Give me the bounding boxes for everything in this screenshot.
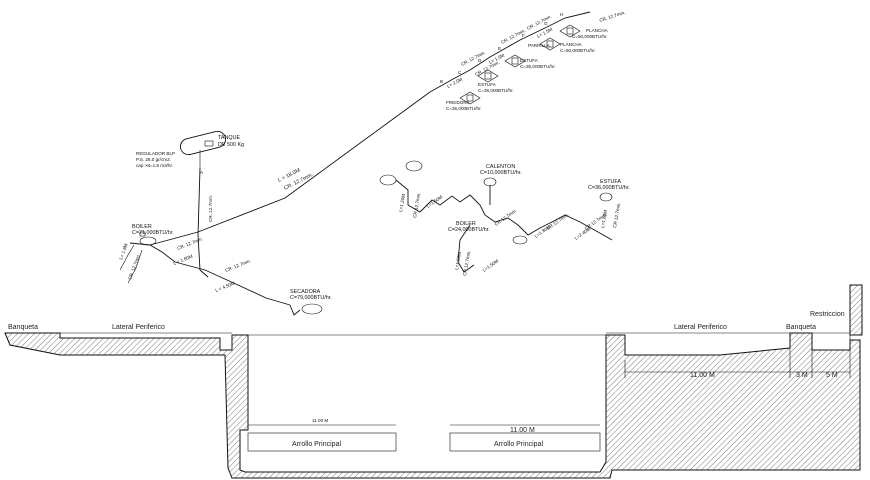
- estufa-right-label-1: ESTUFA: [600, 179, 621, 185]
- estufa-right-label-2: C=36,000BTU/hr.: [588, 185, 630, 191]
- right-length-4: L=1.50M: [482, 258, 500, 273]
- lateral-left-label: Lateral Periferico: [112, 324, 165, 331]
- left-pipe-length: L= 1.8M: [118, 243, 128, 261]
- appliance-estufa2-cap: C=36,000BTU/hr.: [520, 64, 556, 69]
- node-g: G: [544, 21, 548, 26]
- right-length-3: L=1.80M: [454, 251, 462, 270]
- right-dia-3: CR.12.7mm.: [494, 208, 518, 227]
- secadora-label-1: SECADORA: [290, 289, 321, 295]
- right-dia-2: CR.12.7mm.: [462, 250, 471, 276]
- tank-small-2-icon: [405, 160, 423, 172]
- lower-length-2: L = 4.50M: [215, 281, 236, 293]
- tank-small-1-icon: [379, 174, 397, 186]
- banqueta-left-label: Banqueta: [8, 324, 38, 331]
- dim-banqueta: 3 M: [796, 372, 808, 379]
- appliance-freidora-cap: C=36,000BTU/hr.: [446, 106, 482, 111]
- secadora-pipe: [289, 304, 301, 316]
- long-pipe: [149, 91, 431, 246]
- arroyo-right-label: Arrollo Principal: [494, 441, 543, 448]
- riser-pipe: [197, 167, 209, 278]
- tank-icon: [179, 130, 227, 168]
- right-dia-1: CR.12.7mm.: [412, 192, 421, 218]
- arroyo-right-box: [449, 432, 601, 452]
- left-pipe-dia: CR. 12.7mm.: [127, 253, 141, 280]
- regulator-label-1: REGULADOR BLP: [136, 151, 175, 156]
- dim-lateral: 11.00 M: [690, 372, 715, 379]
- calenton-label-1: CALENTON: [486, 164, 515, 170]
- boiler-left-icon: [139, 236, 157, 246]
- lateral-right-label: Lateral Periferico: [674, 324, 727, 331]
- stove-icons: [459, 24, 581, 105]
- tank-label-2: DE 500 Kg: [218, 142, 244, 148]
- node-h: H: [560, 12, 563, 17]
- appliance-plancha1-cap: C=50,000BTU/hr.: [560, 48, 596, 53]
- boiler-right-label-2: C=24,000BTU/hr.: [448, 227, 490, 233]
- regulator-label-3: cap >8=1.8 m3/hr.: [136, 163, 173, 168]
- tank-point-label: A: [200, 170, 204, 175]
- restriccion-label: Restriccion: [810, 311, 845, 318]
- boiler-left-label-1: BOILER: [132, 224, 152, 230]
- arroyo-left-label: Arrollo Principal: [292, 441, 341, 448]
- calenton-icon: [483, 177, 497, 187]
- boiler-right-icon: [512, 235, 528, 245]
- right-pipe: [395, 179, 613, 241]
- main-gas-line: TANQUE DE 500 Kg REGULADOR BLP P.S. 28.0…: [118, 10, 626, 316]
- secadora-icon: [301, 303, 323, 315]
- lower-pipe: [129, 242, 291, 306]
- node-c: C: [458, 70, 462, 75]
- right-length-2: L=1.50M: [426, 194, 444, 209]
- appliance-plancha2-cap: C=50,000BTU/hr.: [572, 34, 608, 39]
- restriction-wall: [849, 284, 863, 336]
- estufa-right-icon: [599, 192, 613, 202]
- dim-arroyo-right: 11.00 M: [510, 427, 535, 434]
- banqueta-right-label: Banqueta: [786, 324, 816, 331]
- right-length-7: L=1.60M: [600, 209, 608, 228]
- right-dia-4: CR.12.7mm.: [546, 212, 570, 231]
- appliance-plancha1-name: PLANCHA: [560, 42, 583, 47]
- riser-dia-label: CR. 12.7mm.: [208, 195, 213, 222]
- appliance-estufa1-cap: C=36,000BTU/hr.: [478, 88, 514, 93]
- right-dia-6: CR.12.7mm.: [612, 202, 621, 228]
- arroyo-left-box: [247, 432, 397, 452]
- node-f: F: [522, 33, 525, 38]
- ground-hatch: [4, 332, 861, 479]
- appliance-estufa1-name: ESTUFA: [478, 82, 497, 87]
- road-cross-section: [4, 284, 863, 479]
- secadora-label-2: C=79,000BTU/hr.: [290, 295, 332, 301]
- node-e: E: [498, 46, 501, 51]
- node-b: B: [440, 79, 443, 84]
- top-pipe-end-dia: CR. 12.7mm.: [599, 10, 626, 23]
- right-length-1: L=1.20M: [398, 193, 406, 212]
- tank-label-1: TANQUE: [218, 135, 240, 141]
- dim-restriccion: 5 M: [826, 372, 838, 379]
- seg-dia-1: CR. 12.7mm.: [460, 50, 486, 67]
- appliance-estufa2-name: ESTUFA: [520, 58, 539, 63]
- right-gas-line: CALENTON C=10,000BTU/hr. ESTUFA C=36,000…: [379, 160, 630, 276]
- dim-arroyo-left: 11.00 M: [312, 418, 328, 423]
- appliance-plancha2-name: PLANCHA: [586, 28, 609, 33]
- boiler-right-label-1: BOILER: [456, 221, 476, 227]
- node-d: D: [478, 58, 482, 63]
- lower-dia-1: CR. 12.7mm.: [177, 236, 204, 251]
- top-manifold-pipe: [429, 11, 591, 93]
- appliance-parrilla-name: PARRILLA: [528, 43, 551, 48]
- regulator-label-2: P.S. 28.0 gr/cm2.: [136, 157, 171, 162]
- appliance-freidora-name: FREIDORA: [446, 100, 471, 105]
- boiler-left-label-2: C=21,000BTU/hr.: [132, 230, 174, 236]
- lower-dia-2: CR. 12.7mm.: [225, 258, 252, 273]
- calenton-label-2: C=10,000BTU/hr.: [480, 170, 522, 176]
